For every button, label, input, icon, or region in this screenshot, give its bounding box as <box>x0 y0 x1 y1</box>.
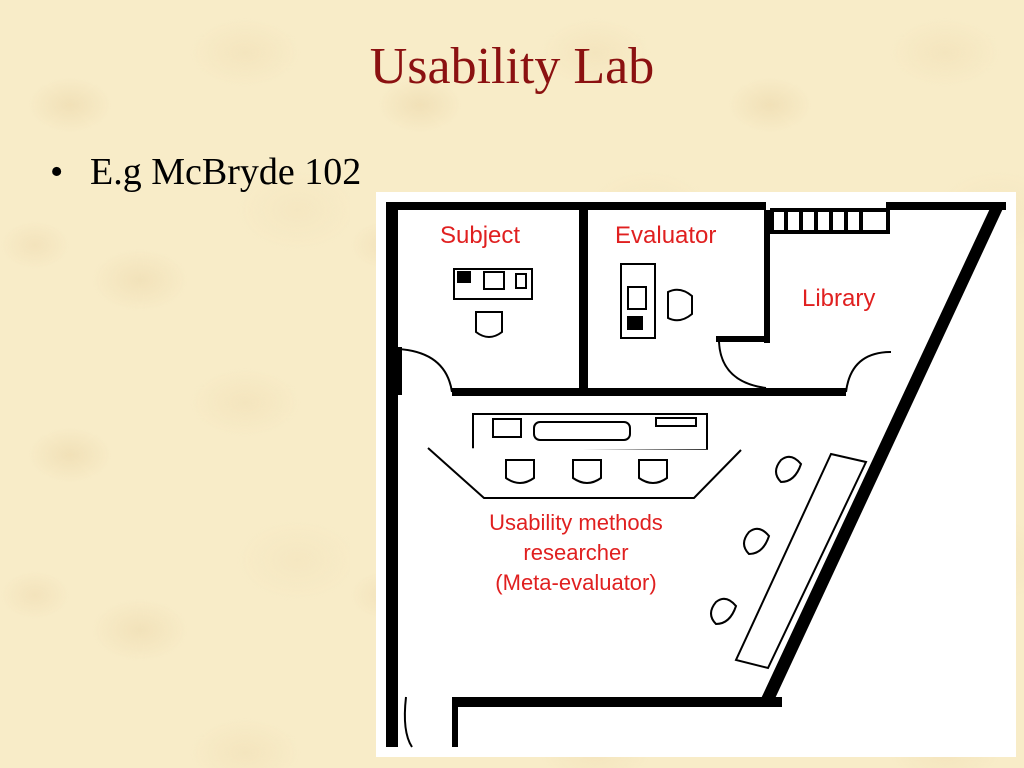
subject-desk <box>453 268 533 338</box>
door-swings <box>397 341 892 748</box>
evaluator-desk <box>620 263 693 339</box>
slide-title: Usability Lab <box>369 38 655 95</box>
interior-walls <box>452 202 846 747</box>
control-console <box>427 413 742 499</box>
floor-plan-image: Subject Evaluator Library Usability meth… <box>376 192 1016 757</box>
room-label-evaluator: Evaluator <box>615 222 716 249</box>
researcher-label-line-2: researcher <box>523 540 628 565</box>
researcher-label-line-1: Usability methods <box>489 510 663 535</box>
library-shelf <box>770 208 890 234</box>
side-console <box>710 452 868 670</box>
outer-walls <box>386 202 1006 747</box>
researcher-label-line-3: (Meta-evaluator) <box>495 570 656 595</box>
bullet-dot: • <box>50 151 64 193</box>
room-label-subject: Subject <box>440 222 520 249</box>
room-label-library: Library <box>802 285 875 312</box>
floor-plan-drawing: Subject Evaluator Library Usability meth… <box>386 202 1006 748</box>
bullet-text: E.g McBryde 102 <box>90 151 362 193</box>
bullet-item: • E.g McBryde 102 <box>50 150 361 194</box>
